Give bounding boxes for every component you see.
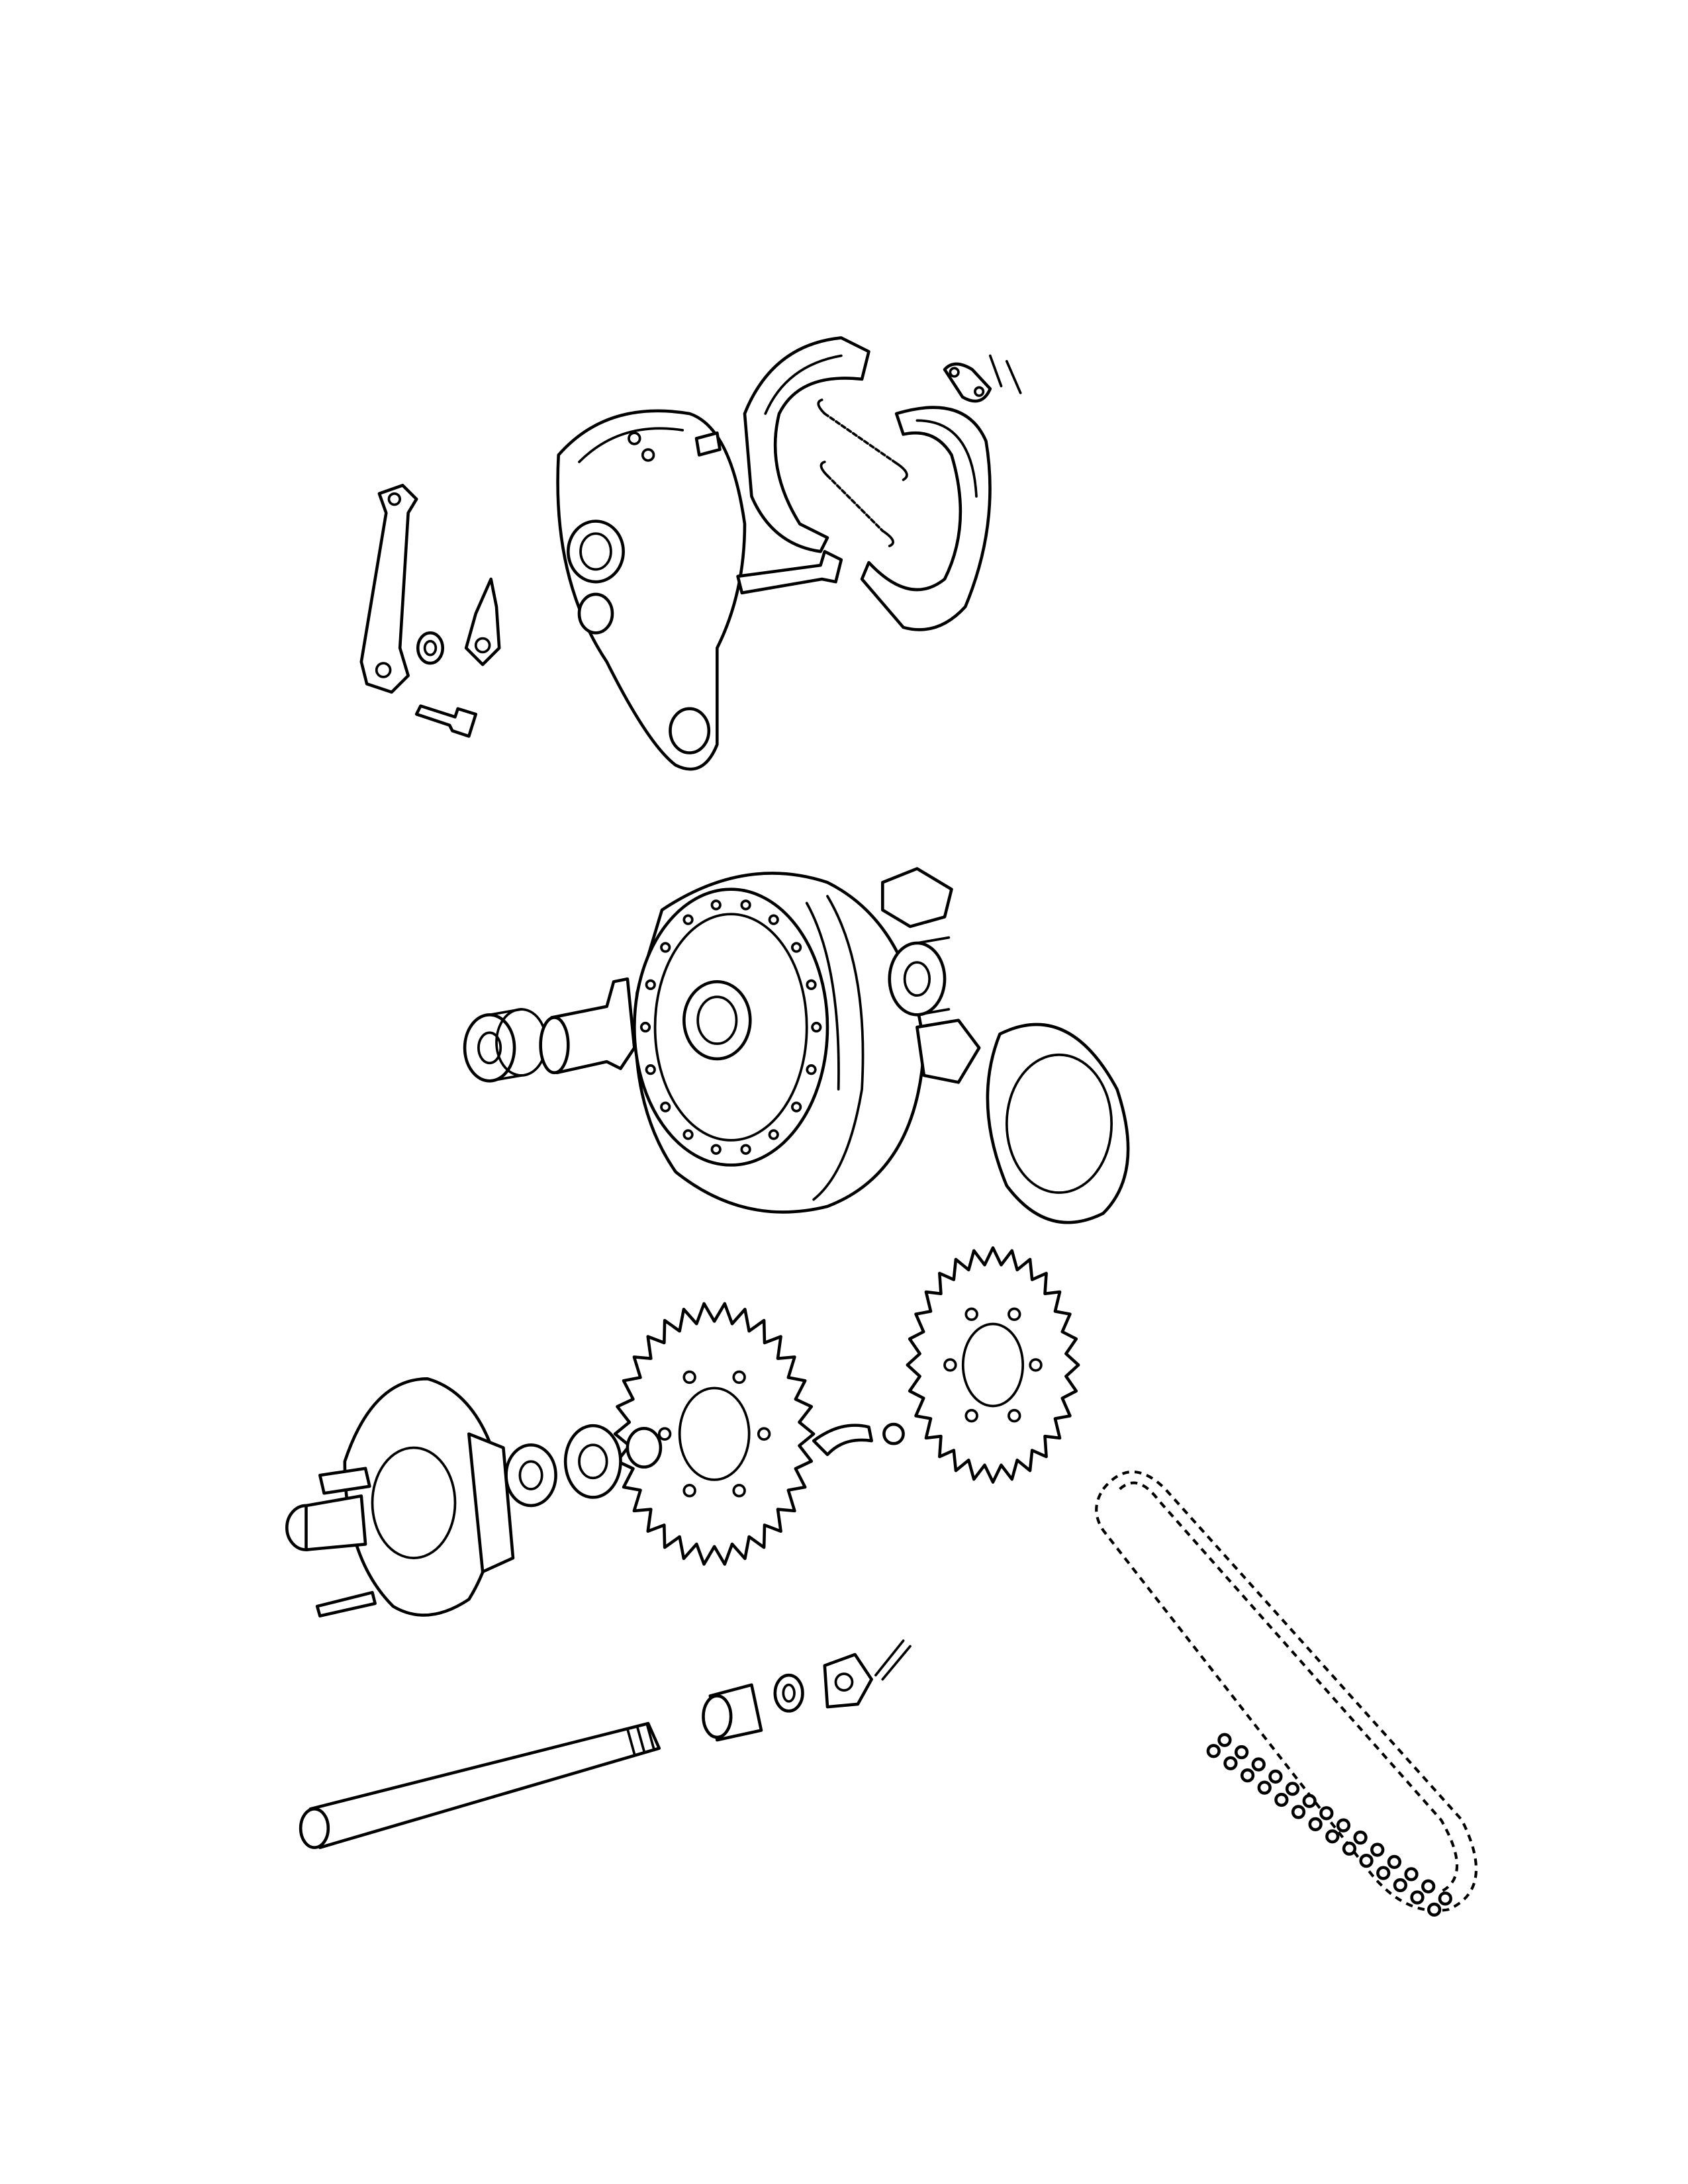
spoke-hole: [660, 1101, 671, 1113]
split-pins: [988, 354, 1022, 394]
sprocket-bolt-hole: [682, 1484, 696, 1498]
spoke-hole: [740, 899, 751, 911]
chain-roller: [1353, 1830, 1368, 1845]
lever-bolt: [414, 704, 478, 738]
chain-roller: [1410, 1890, 1425, 1905]
chain-roller: [1206, 1744, 1221, 1758]
spoke-hole: [806, 979, 817, 991]
chain-roller: [1336, 1818, 1351, 1833]
axle-washer: [773, 1673, 804, 1713]
brake-shoe-lower: [860, 406, 992, 631]
carrier-spacer: [626, 1427, 663, 1469]
chain-roller: [1234, 1745, 1249, 1760]
spoke-hole: [660, 942, 671, 953]
chain-roller: [1370, 1843, 1385, 1857]
lock-tab: [812, 1422, 905, 1457]
axle-split-pin: [874, 1639, 912, 1681]
spoke-hole: [768, 1129, 779, 1140]
chain-roller: [1393, 1878, 1407, 1893]
chain-roller: [1257, 1780, 1272, 1795]
chain-roller: [1427, 1902, 1442, 1917]
sprocket-bolt-hole: [964, 1408, 978, 1423]
bearing-left: [463, 1008, 547, 1083]
hub-spoke-holes: [639, 899, 822, 1155]
sprocket-bore: [961, 1322, 1025, 1408]
rear-sprocket-spare: [906, 1246, 1080, 1484]
spoke-hole: [682, 914, 694, 925]
spoke-hole: [790, 942, 802, 953]
spoke-hole: [710, 1144, 722, 1155]
rubber-damper-lower: [915, 1019, 981, 1084]
spoke-hole: [645, 1064, 656, 1075]
hub-spacer-tube: [539, 977, 636, 1075]
spoke-hole: [645, 979, 656, 991]
spoke-hole: [790, 1101, 802, 1113]
chain-roller: [1438, 1891, 1452, 1906]
carrier-bearing: [504, 1424, 622, 1508]
brake-camshaft: [736, 550, 843, 595]
spoke-hole: [806, 1064, 817, 1075]
chain-roller: [1387, 1854, 1402, 1870]
sprocket-carrier: [285, 1377, 515, 1617]
castle-nut: [823, 1653, 873, 1709]
sprocket-bolt-hole: [1008, 1307, 1021, 1321]
chain-roller: [1223, 1756, 1238, 1770]
sprocket-bolt-hole: [732, 1370, 746, 1385]
chain-links: [1206, 1733, 1452, 1917]
chain-roller: [1217, 1733, 1232, 1747]
brake-spring-lower: [820, 461, 894, 547]
chain-roller: [1404, 1867, 1419, 1882]
chain-roller: [1274, 1792, 1289, 1807]
sprocket-bolt-hole: [657, 1427, 672, 1441]
chain-roller: [1319, 1806, 1334, 1821]
chain-roller: [1421, 1879, 1436, 1893]
chain-roller: [1240, 1768, 1255, 1783]
chain-roller: [1376, 1866, 1391, 1880]
spoke-hole: [768, 914, 779, 925]
bearing-right: [888, 936, 951, 1017]
chain-roller: [1268, 1769, 1283, 1784]
axle-spacer: [702, 1683, 763, 1742]
chain-roller: [1285, 1782, 1300, 1796]
sprocket-bolt-hole: [1029, 1358, 1043, 1372]
sprocket-bore: [678, 1387, 751, 1481]
spoke-hole: [710, 899, 722, 911]
sprocket-bolt-hole: [964, 1307, 978, 1321]
sprocket-bolt-hole: [682, 1370, 696, 1385]
chain-roller: [1308, 1817, 1323, 1831]
rubber-damper-upper: [881, 867, 953, 929]
chain-roller: [1251, 1757, 1266, 1772]
sprocket-bolt-hole: [1008, 1408, 1021, 1423]
chain-roller: [1325, 1829, 1340, 1844]
spoke-hole: [639, 1021, 651, 1033]
spoke-hole: [740, 1144, 751, 1155]
sprocket-teeth: [613, 1302, 816, 1566]
rear-axle: [299, 1721, 661, 1849]
drive-chain: [1095, 1470, 1478, 1912]
sprocket-bolt-hole: [757, 1427, 771, 1441]
sprocket-bolt-hole: [943, 1358, 957, 1372]
sprocket-teeth: [906, 1246, 1080, 1484]
brake-backing-plate: [556, 409, 747, 771]
brake-cam-indicator: [464, 577, 501, 666]
shoe-link-plate: [943, 362, 992, 403]
spoke-hole: [682, 1129, 694, 1140]
chain-roller: [1359, 1854, 1374, 1868]
rear-sprocket-front: [613, 1302, 816, 1566]
carrier-bolt: [315, 1590, 377, 1617]
sprocket-gasket: [986, 1023, 1130, 1224]
brake-shoe-upper: [743, 336, 870, 553]
chain-roller: [1342, 1841, 1357, 1856]
spoke-hole: [811, 1021, 822, 1033]
brake-lever-arm: [359, 484, 418, 694]
brake-spring-upper: [817, 398, 908, 481]
washer: [416, 631, 445, 665]
sprocket-bolt-hole: [732, 1484, 746, 1498]
wheel-hub: [633, 872, 926, 1214]
chain-roller: [1291, 1805, 1306, 1819]
chain-roller: [1302, 1794, 1317, 1808]
